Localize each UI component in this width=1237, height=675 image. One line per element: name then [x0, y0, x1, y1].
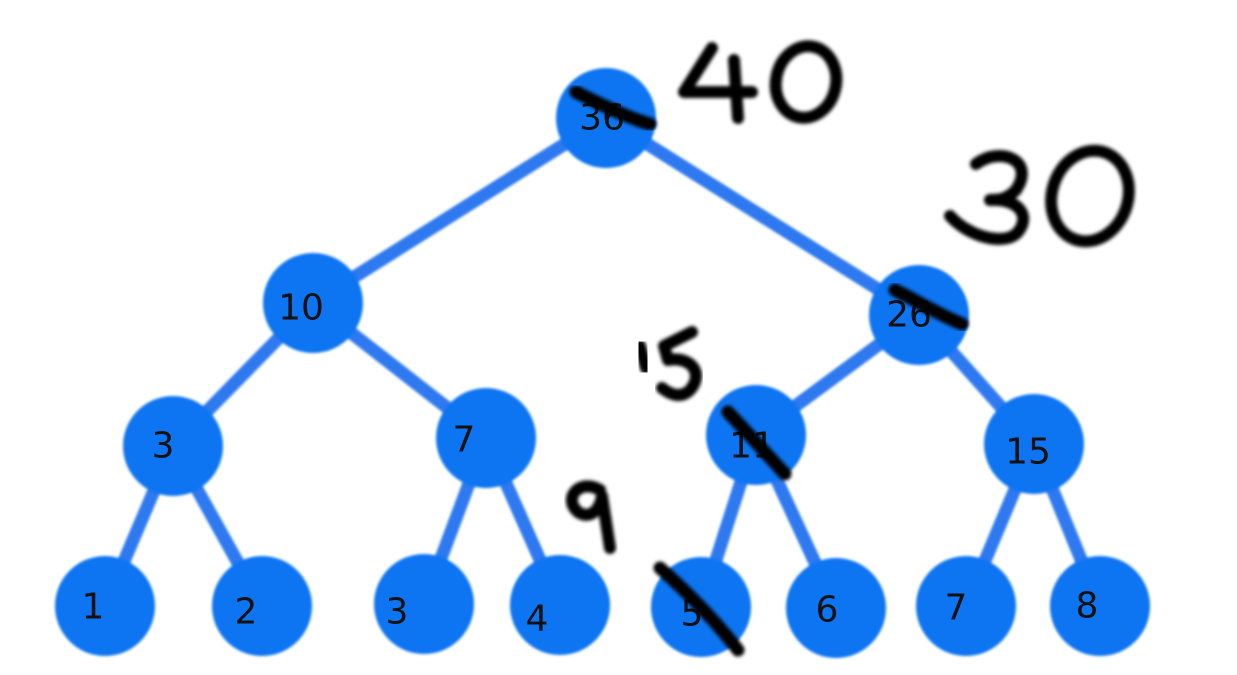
- node-label: 3: [152, 426, 175, 467]
- strike-26: [888, 283, 969, 331]
- ink-stroke-9: [566, 480, 616, 554]
- handwritten-9: 9: [566, 480, 616, 554]
- ink-stroke-0: [1045, 144, 1135, 248]
- node-label: 2: [235, 592, 258, 633]
- node-label: 10: [278, 288, 324, 329]
- node-3: 3: [123, 396, 223, 496]
- edge-root-10: [306, 111, 613, 310]
- leaf-3: 3: [374, 554, 474, 654]
- ink-stroke-3: [944, 150, 1030, 245]
- node-circle: [786, 558, 886, 658]
- node-circle: [123, 396, 223, 496]
- node-label: 6: [816, 590, 839, 631]
- leaf-1: 1: [55, 556, 155, 656]
- node-circle: [984, 394, 1084, 494]
- handwritten-30: 30: [944, 144, 1135, 248]
- node-circle: [510, 555, 610, 655]
- node-label: 1: [82, 587, 105, 628]
- node-label: 7: [945, 588, 968, 629]
- node-label: 15: [1005, 432, 1051, 473]
- leaf-8: 8: [1050, 556, 1150, 656]
- edge-root-26: [599, 111, 926, 322]
- ink-stroke-0: [769, 40, 843, 124]
- handwritten-15: 15: [634, 326, 702, 401]
- node-label: 4: [526, 599, 549, 640]
- node-10: 10: [263, 253, 363, 353]
- node-15: 15: [984, 394, 1084, 494]
- ink-stroke-5: [656, 326, 702, 401]
- node-circle: [374, 554, 474, 654]
- strike-11: [721, 405, 792, 481]
- handwritten-40: 40: [678, 40, 843, 124]
- node-circle: [1050, 556, 1150, 656]
- ink-stroke-4: [678, 42, 758, 124]
- leaf-6: 6: [786, 558, 886, 658]
- leaf-2: 2: [212, 556, 312, 656]
- leaf-4: 4: [510, 555, 610, 655]
- node-circle: [916, 556, 1016, 656]
- strike-marks: [569, 85, 969, 657]
- node-label: 8: [1076, 586, 1099, 627]
- node-label: 7: [453, 420, 476, 461]
- leaf-7: 7: [916, 556, 1016, 656]
- node-circle: [263, 253, 363, 353]
- node-label: 3: [386, 592, 409, 633]
- strike-5: [653, 561, 745, 657]
- node-7: 7: [436, 388, 536, 488]
- node-circle: [55, 556, 155, 656]
- node-circle: [436, 388, 536, 488]
- node-circle: [212, 556, 312, 656]
- ink-stroke-1: [634, 340, 652, 374]
- strike-root: [569, 85, 657, 131]
